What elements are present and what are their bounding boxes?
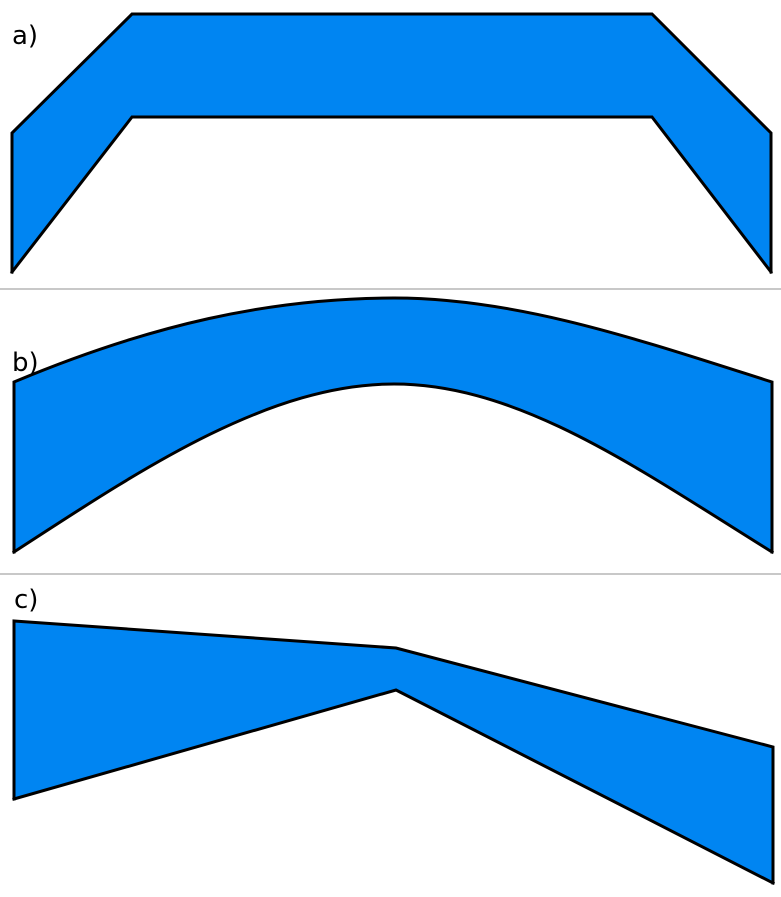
panel-a-top-edge — [10, 12, 773, 274]
panel-a-label: a) — [12, 21, 38, 51]
panel-a-band-fill — [11, 13, 772, 275]
panel-c-label: c) — [14, 585, 38, 615]
panel-c-band-fill — [13, 619, 774, 885]
panel-a-bottom-edge — [9, 115, 774, 275]
panel-c-top-edge — [12, 619, 775, 885]
panel-b: b) — [11, 296, 775, 555]
panel-b-band-fill — [13, 296, 773, 554]
panel-b-bottom-edge — [11, 382, 775, 555]
panel-c-bottom-edge — [12, 688, 776, 886]
panel-b-top-edge — [12, 296, 774, 554]
panel-a: a) — [9, 12, 774, 275]
panel-c: c) — [12, 585, 776, 886]
